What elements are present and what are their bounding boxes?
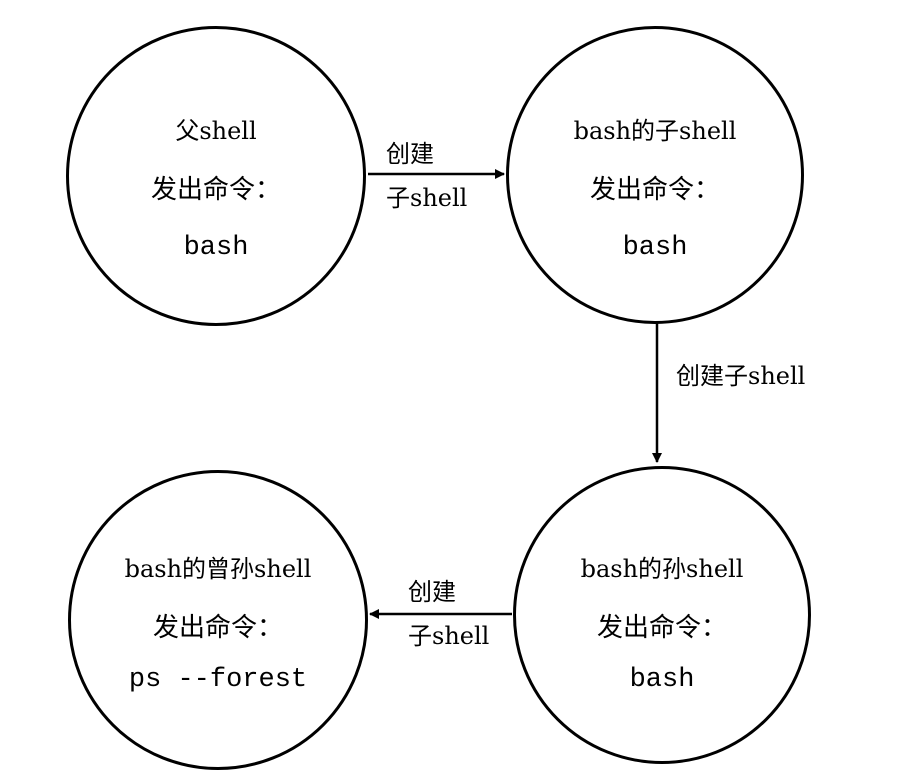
node-command-label: 发出命令： <box>150 175 281 205</box>
node-command: bash <box>183 233 249 263</box>
edge-label-create-subshell: 创建子shell <box>676 362 806 390</box>
edge-label-create: 创建 <box>386 140 434 168</box>
node-command-label: 发出命令： <box>152 613 283 643</box>
edge-label-create: 创建 <box>408 578 456 606</box>
node-title: bash的孙shell <box>580 555 744 583</box>
node-command-label: 发出命令： <box>596 613 727 643</box>
node-command: bash <box>629 665 695 695</box>
node-command: ps --forest <box>128 665 308 695</box>
node-title: bash的子shell <box>573 117 737 145</box>
node-command-label: 发出命令： <box>589 175 720 205</box>
edge-label-subshell: 子shell <box>386 184 468 212</box>
node-command: bash <box>622 233 688 263</box>
node-child-shell: bash的子shell 发出命令： bash <box>506 26 804 324</box>
node-parent-shell: 父shell 发出命令： bash <box>66 26 366 326</box>
node-title: bash的曾孙shell <box>124 555 312 583</box>
edge-label-subshell: 子shell <box>408 622 490 650</box>
node-title: 父shell <box>175 117 257 145</box>
node-grandchild-shell: bash的孙shell 发出命令： bash <box>513 466 811 764</box>
node-great-grandchild-shell: bash的曾孙shell 发出命令： ps --forest <box>68 470 368 770</box>
